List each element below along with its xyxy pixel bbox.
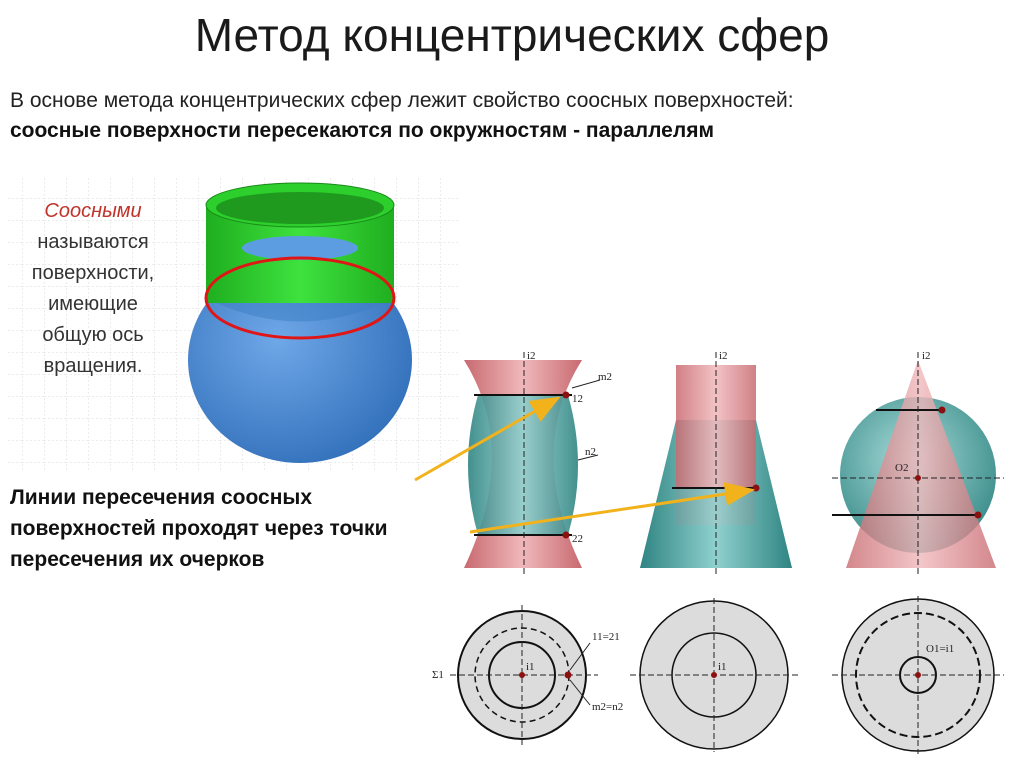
intro-line-1: В основе метода концентрических сфер леж… [10, 89, 794, 112]
figure-3-top-view [832, 596, 1004, 754]
intersection-lines-text: Линии пересечения соосных поверхностей п… [10, 482, 387, 575]
inner-sphere-cap [242, 236, 358, 260]
page-title: Метод концентрических сфер [194, 9, 830, 61]
coaxial-line-2: поверхности, [31, 262, 155, 284]
o2-label: O2 [895, 462, 908, 474]
coaxial-line-3: имеющие [48, 293, 138, 315]
intro-line-2: соосные поверхности пересекаются по окру… [10, 119, 714, 142]
n2-label: n2 [585, 446, 596, 458]
coaxial-definition: Соосными называются поверхности, имеющие… [18, 196, 168, 382]
equality-1-label: 11=21 [592, 631, 620, 643]
point-2-label: 22 [572, 533, 583, 545]
intro-text: В основе метода концентрических сфер леж… [10, 86, 794, 146]
lines-text-3: пересечения их очерков [10, 548, 265, 571]
figure-3-front-view [832, 352, 1004, 575]
lines-text-2: поверхностей проходят через точки [10, 517, 388, 540]
coaxial-line-5: вращения. [43, 355, 143, 377]
point-1-label: 12 [572, 393, 583, 405]
arrow-to-point-1 [414, 396, 561, 482]
arrow-to-point-2 [469, 482, 755, 534]
coaxial-highlight: Соосными [44, 200, 142, 222]
coaxial-line-4: общую ось [42, 324, 144, 346]
sigma-label: Σ1 [432, 669, 444, 681]
lines-text-1: Линии пересечения соосных [10, 486, 312, 509]
m2-label: m2 [598, 371, 612, 383]
fig2-i1-label: i1 [718, 661, 727, 673]
equality-3-label: O1=i1 [926, 643, 954, 655]
fig1-axis-label: i2 [527, 350, 536, 362]
intersection-circle [204, 256, 396, 340]
fig3-axis-label: i2 [922, 350, 931, 362]
fig1-i1-label: i1 [526, 661, 535, 673]
figure-1-top-view [450, 605, 598, 745]
figure-1-front-view [464, 352, 601, 575]
figure-2-top-view [630, 598, 800, 752]
coaxial-model [188, 182, 412, 463]
coaxial-line-1: называются [37, 231, 149, 253]
equality-2-label: m2=n2 [592, 701, 623, 713]
fig2-axis-label: i2 [719, 350, 728, 362]
figure-2-front-view [640, 352, 792, 575]
